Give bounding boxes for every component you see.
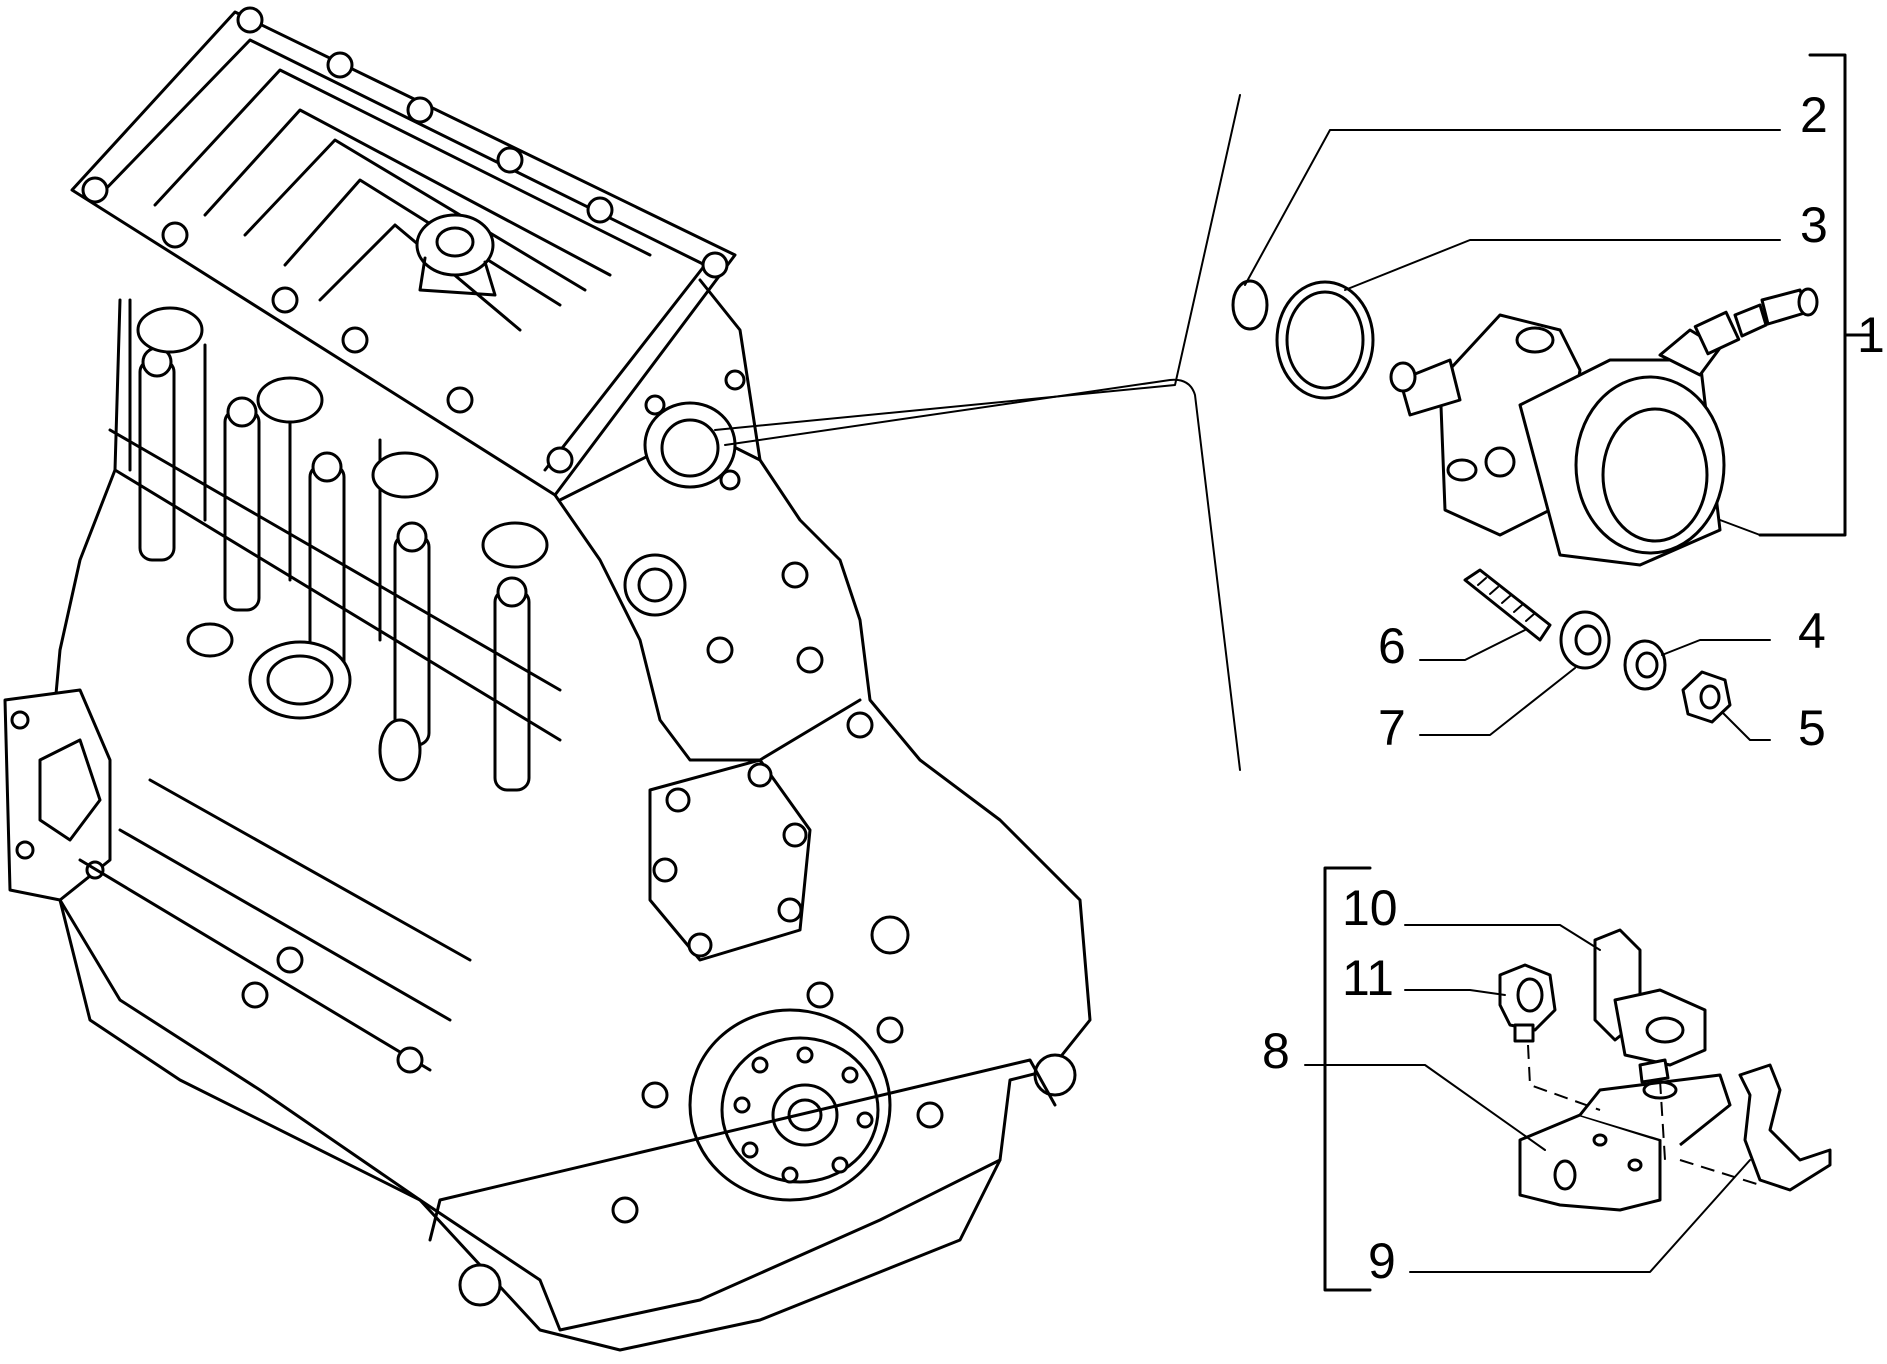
callout-11: 11 [1342, 950, 1394, 1006]
callout-1: 1 [1857, 307, 1885, 363]
leader-10 [1404, 924, 1601, 951]
callout-8: 8 [1262, 1023, 1290, 1079]
oil-filler-cap [415, 213, 497, 297]
callout-9: 9 [1368, 1233, 1396, 1289]
callout-5: 5 [1798, 700, 1826, 756]
callout-7: 7 [1378, 700, 1406, 756]
leader-6 [1419, 629, 1526, 661]
group-bracket-8 [1323, 866, 1372, 1292]
pump-mounting-bore [643, 369, 746, 491]
small-clip [1498, 963, 1557, 1043]
gasket-ring [1275, 280, 1375, 400]
pump-cap [1574, 375, 1726, 555]
group-bracket-1 [1758, 53, 1847, 537]
support-bracket [1518, 1073, 1732, 1212]
callout-4: 4 [1798, 603, 1826, 659]
leader-11 [1404, 989, 1506, 996]
callout-2: 2 [1800, 87, 1828, 143]
engine-block-drawing [3, 6, 1092, 1352]
washer [1559, 610, 1611, 670]
oil-pan [58, 898, 1002, 1352]
leader-3 [1344, 239, 1781, 291]
pump-assembly [1231, 279, 1819, 567]
callout-10: 10 [1342, 880, 1398, 936]
leader-4 [1661, 639, 1771, 656]
valve-cover [70, 10, 737, 497]
clamp [1593, 928, 1707, 1084]
stud [1463, 568, 1552, 642]
o-ring-small [1231, 279, 1269, 331]
pulley-hub [688, 1008, 892, 1202]
callout-6: 6 [1378, 618, 1406, 674]
bore-leader-line [724, 378, 1241, 771]
leader-7 [1419, 667, 1576, 736]
spring-washer [1623, 639, 1667, 691]
leader-9 [1409, 1159, 1751, 1273]
rear-cover-plate [648, 758, 812, 962]
water-outlet [186, 622, 422, 782]
injectors [138, 346, 531, 792]
leader-8 [1304, 1064, 1546, 1151]
leader-2 [1244, 129, 1781, 286]
nut [1681, 670, 1732, 724]
callout-3: 3 [1800, 197, 1828, 253]
cover-bolts [81, 6, 729, 474]
leader-5 [1721, 711, 1771, 741]
spring-clip [1738, 1063, 1832, 1192]
bore-leader-line-top [714, 94, 1241, 431]
